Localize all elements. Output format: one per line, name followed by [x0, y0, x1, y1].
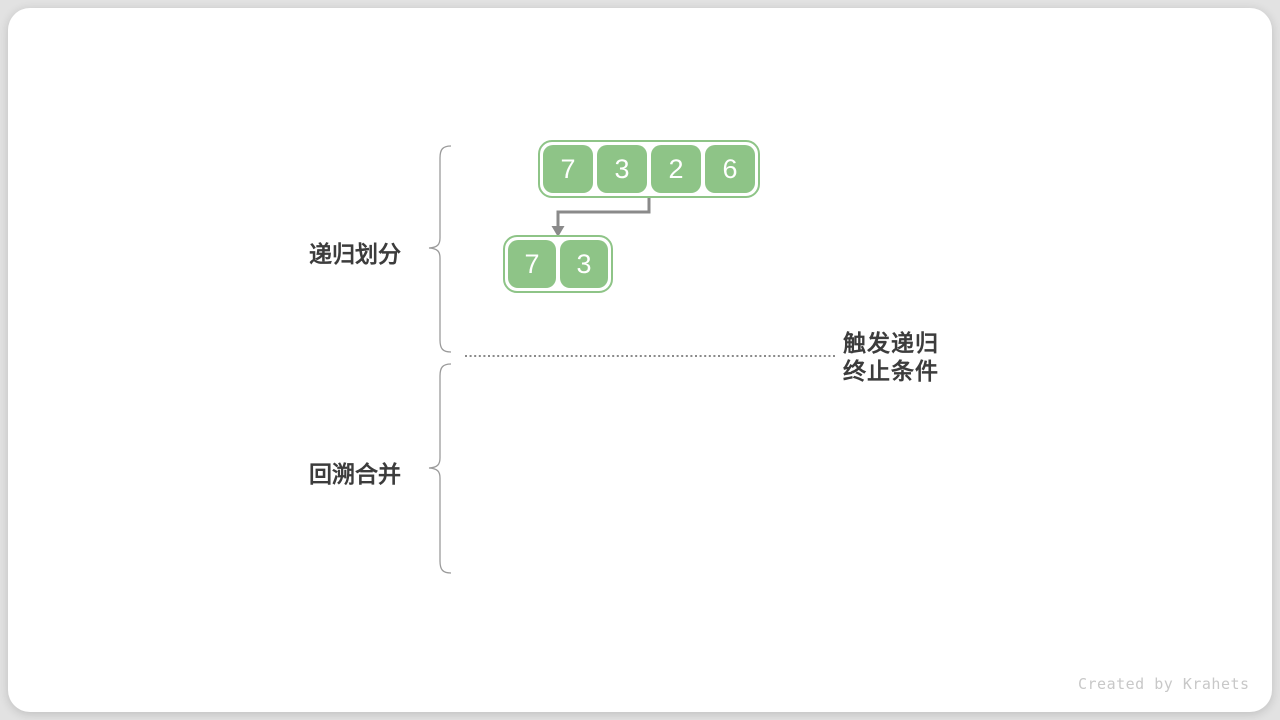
termination-note: 触发递归 终止条件: [843, 329, 939, 385]
termination-note-line-1: 触发递归: [843, 330, 939, 356]
array-cell: 3: [597, 145, 647, 193]
canvas-card: [8, 8, 1272, 712]
array-cell: 2: [651, 145, 701, 193]
array-level-1: 7 3 2 6: [538, 140, 760, 198]
divide-phase-label: 递归划分: [309, 241, 401, 267]
array-level-2: 7 3: [503, 235, 613, 293]
termination-note-line-2: 终止条件: [843, 358, 939, 384]
array-cell: 7: [543, 145, 593, 193]
array-cell: 6: [705, 145, 755, 193]
credit-watermark: Created by Krahets: [1078, 675, 1250, 693]
array-cell: 7: [508, 240, 556, 288]
merge-phase-label: 回溯合并: [309, 461, 401, 487]
array-cell: 3: [560, 240, 608, 288]
